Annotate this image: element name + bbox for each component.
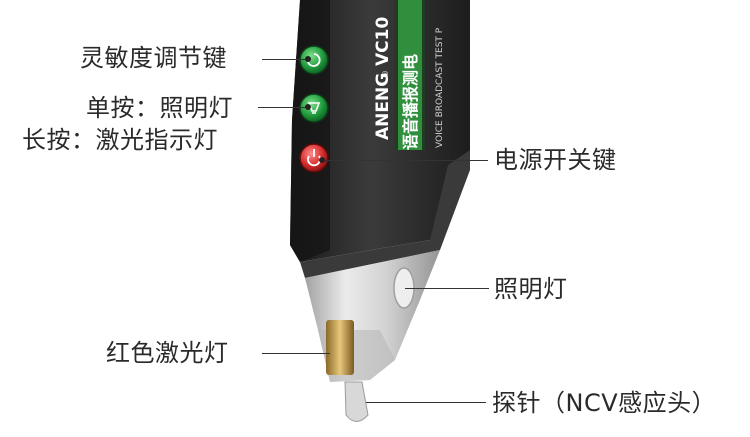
callout-probe: 探针（NCV感应头） [492,389,717,417]
power-button[interactable] [299,143,329,173]
leader-power [322,160,488,161]
probe-tip [344,381,369,422]
leader-sensitivity [262,59,308,60]
leader-probe [366,402,486,403]
leader-dot [319,157,325,163]
light-button[interactable] [299,93,329,123]
leader-light [258,107,308,108]
svg-text:®: ® [381,70,390,78]
callout-sensitivity: 灵敏度调节键 [80,44,227,72]
bulb-icon [307,102,321,114]
feature-en-text: VOICE BROADCAST TEST P [435,27,445,148]
callout-flashlight: 照明灯 [494,275,568,303]
red-laser-module [326,320,354,375]
feature-cn-text: 语音播报测电 [401,54,420,150]
model-text: VC10 [373,17,393,66]
callout-light-short: 单按：照明灯 [86,94,233,122]
sensitivity-icon [307,53,321,67]
leader-dot [305,104,311,110]
leader-red-laser [262,353,330,354]
callout-light-long: 长按：激光指示灯 [22,126,218,154]
brand-text: ANENG [373,73,393,140]
leader-dot [305,56,311,62]
leader-flashlight [405,288,489,289]
callout-red-laser: 红色激光灯 [106,339,229,367]
sensitivity-button[interactable] [299,45,329,75]
callout-power: 电源开关键 [494,146,617,174]
